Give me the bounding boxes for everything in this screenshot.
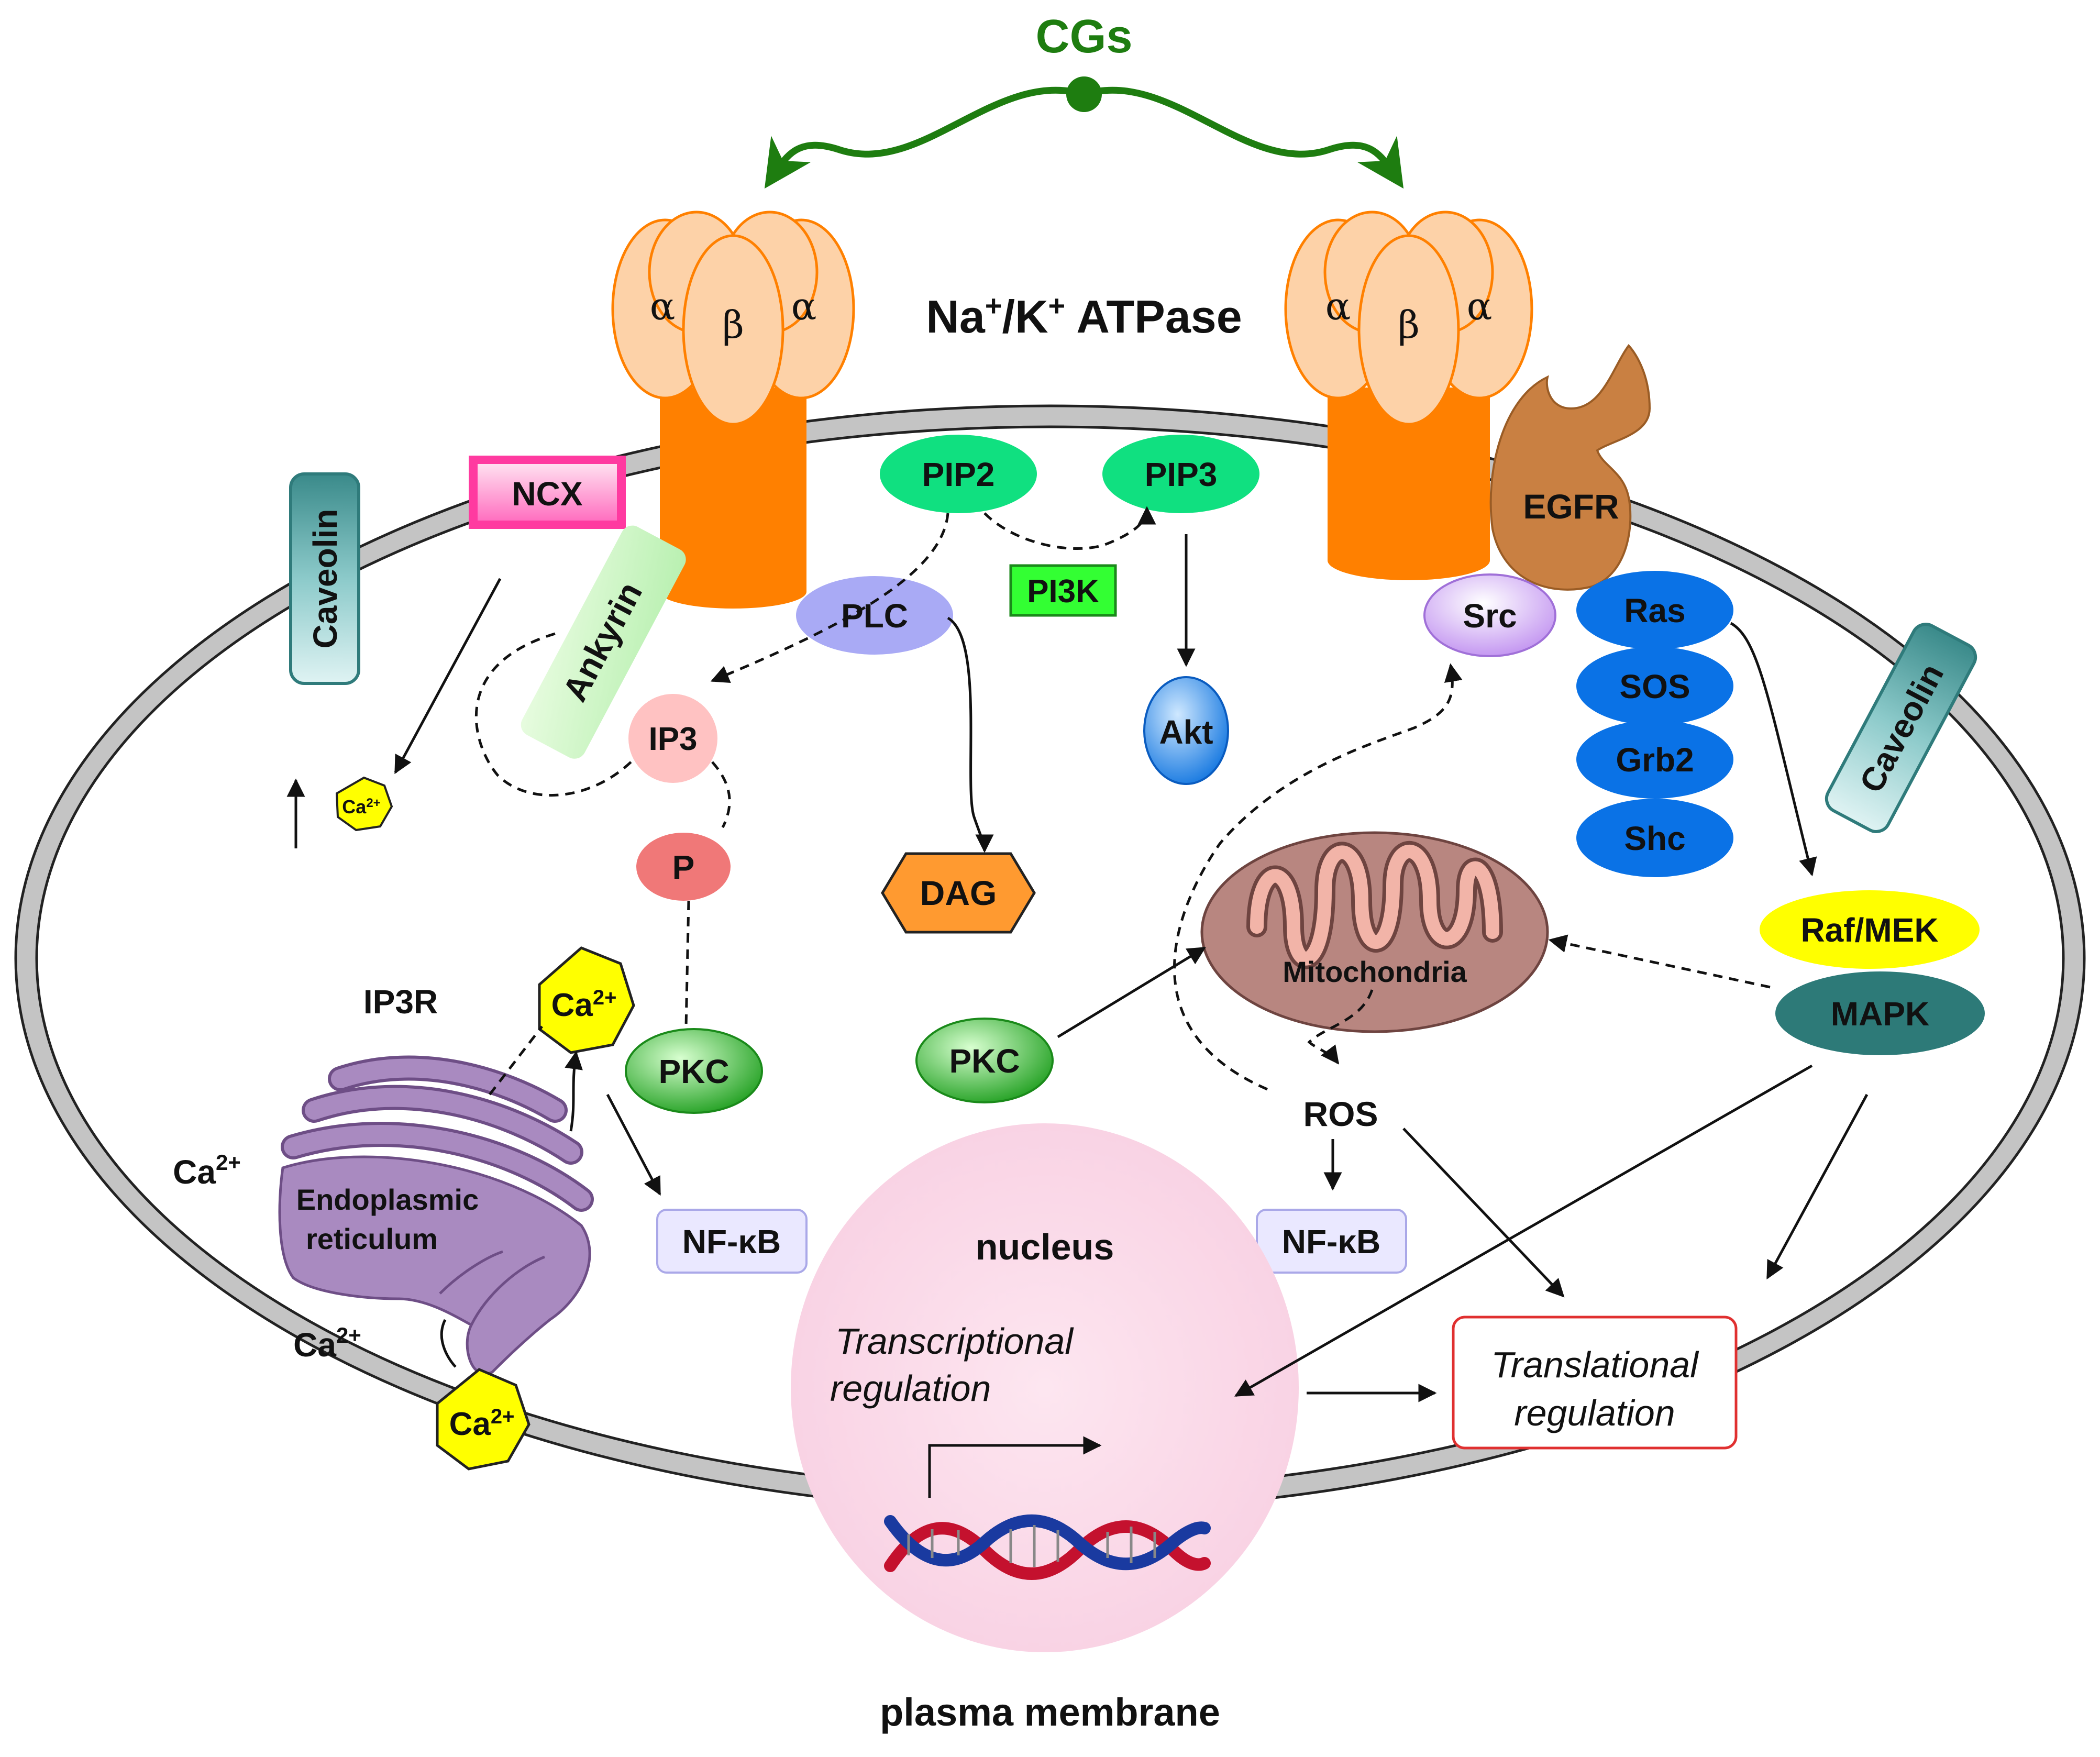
- ncx-label: NCX: [512, 475, 582, 513]
- dag: DAG: [881, 852, 1036, 934]
- beta-label: β: [1398, 303, 1420, 347]
- pkc-label: PKC: [658, 1053, 729, 1090]
- ros-label: ROS: [1303, 1095, 1378, 1133]
- akt: Akt: [1143, 676, 1229, 785]
- transcriptional-regulation-line2: regulation: [830, 1368, 991, 1409]
- translational-regulation-line1: Translational: [1491, 1344, 1699, 1385]
- pi3k-label: PI3K: [1027, 573, 1099, 610]
- ncx-exchanger: NCX: [469, 456, 626, 529]
- ip3: IP3: [628, 694, 717, 783]
- dna-helix: [884, 1514, 1211, 1580]
- pip2: PIP2: [880, 435, 1037, 513]
- alpha-label: α: [1467, 284, 1493, 328]
- egfr-receptor: EGFR: [1489, 344, 1651, 591]
- pip2-label: PIP2: [922, 456, 995, 493]
- src: Src: [1423, 573, 1556, 657]
- nfkb-right: NF-κB: [1256, 1209, 1407, 1274]
- shc-label: Shc: [1624, 820, 1685, 857]
- translational-regulation: Translational regulation: [1452, 1316, 1738, 1450]
- ip3-label: IP3: [648, 721, 697, 757]
- dag-label: DAG: [920, 874, 997, 912]
- mitochondria-label: Mitochondria: [1283, 955, 1467, 988]
- raf-mek: Raf/MEK: [1760, 890, 1980, 969]
- caveolin-label: Caveolin: [306, 509, 344, 649]
- egfr-label: EGFR: [1523, 487, 1619, 526]
- nfkb-label: NF-κB: [682, 1223, 781, 1261]
- translational-regulation-line2: regulation: [1514, 1393, 1675, 1433]
- nfkb-label: NF-κB: [1282, 1223, 1381, 1261]
- nucleus-label: nucleus: [976, 1226, 1114, 1267]
- p-label: P: [672, 848, 695, 886]
- pkc-label: PKC: [949, 1042, 1020, 1080]
- src-label: Src: [1463, 597, 1517, 635]
- calcium-label: Ca2+: [173, 1150, 241, 1191]
- pip3-label: PIP3: [1145, 456, 1218, 493]
- raf-mek-label: Raf/MEK: [1800, 911, 1938, 949]
- mapk: MAPK: [1775, 971, 1985, 1055]
- pkc-right: PKC: [915, 1018, 1054, 1103]
- akt-label: Akt: [1159, 713, 1213, 751]
- caveolin-left: Caveolin: [289, 472, 360, 685]
- cgs-label: CGs: [1035, 10, 1132, 63]
- ras-complex: Ras SOS Grb2 Shc: [1576, 571, 1733, 877]
- ip3r-label: IP3R: [363, 983, 438, 1021]
- beta-label: β: [722, 303, 744, 347]
- pkc-left: PKC: [625, 1028, 763, 1114]
- na-k-atpase-label: Na+/K+ ATPase: [926, 289, 1242, 342]
- calcium-ion-pkc: Ca2+: [538, 946, 635, 1054]
- er-label-line1: Endoplasmic: [296, 1183, 479, 1216]
- calcium-label: Ca2+: [293, 1323, 361, 1364]
- mitochondria: Mitochondria: [1200, 831, 1549, 1033]
- plc-label: PLC: [841, 597, 908, 635]
- alpha-label: α: [1325, 284, 1351, 328]
- cgs-arrow: [764, 76, 1404, 189]
- ras-label: Ras: [1624, 592, 1685, 629]
- phosphate: P: [636, 833, 731, 901]
- alpha-label: α: [650, 284, 676, 328]
- er-label-line2: reticulum: [306, 1222, 438, 1255]
- svg-text:Ca2+: Ca2+: [342, 796, 380, 817]
- pathway-arrows: [286, 506, 1869, 1402]
- alpha-label: α: [791, 284, 817, 328]
- nucleus: nucleus Transcriptional regulation: [791, 1123, 1299, 1652]
- grb2-label: Grb2: [1616, 741, 1694, 779]
- svg-text:Ca2+: Ca2+: [551, 986, 617, 1023]
- na-k-atpase-left: α β α: [611, 211, 855, 609]
- calcium-ion-small: Ca2+: [335, 776, 393, 832]
- transcriptional-regulation-line1: Transcriptional: [835, 1321, 1074, 1362]
- calcium-ion-er: Ca2+: [436, 1368, 530, 1471]
- plc: PLC: [796, 576, 953, 655]
- nfkb-left: NF-κB: [656, 1209, 808, 1274]
- sos-label: SOS: [1619, 668, 1690, 705]
- na-k-atpase-right: α β α: [1284, 211, 1533, 580]
- mapk-label: MAPK: [1831, 995, 1929, 1033]
- svg-text:Ca2+: Ca2+: [449, 1405, 515, 1442]
- plasma-membrane-label: plasma membrane: [880, 1690, 1220, 1734]
- pi3k: PI3K: [1009, 564, 1117, 617]
- pip3: PIP3: [1102, 435, 1259, 513]
- endoplasmic-reticulum: Endoplasmic reticulum: [278, 1055, 594, 1375]
